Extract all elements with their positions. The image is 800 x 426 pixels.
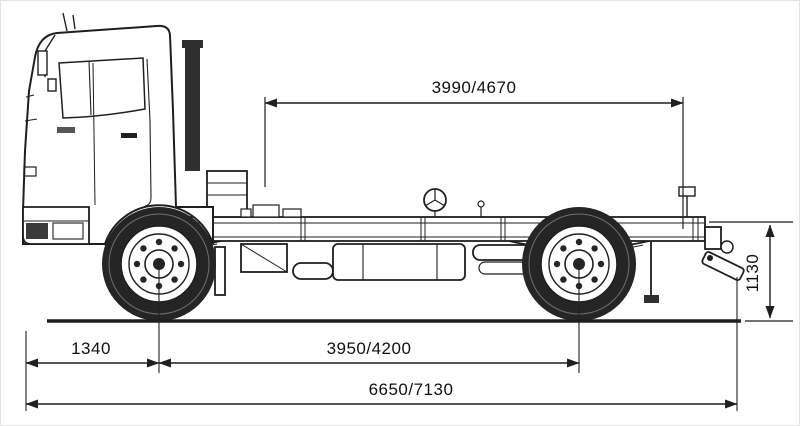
air-intake-stack: [182, 40, 203, 171]
cab: [22, 12, 214, 245]
dimension-cab-to-rear: [264, 97, 684, 229]
cab-body: [22, 24, 214, 245]
muffler: [292, 262, 334, 280]
towing-device: [701, 226, 745, 281]
dimension-label-wheelbase: 3950/4200: [327, 339, 412, 358]
fuel-tank: [332, 243, 466, 281]
rear-wheel-lugs: [553, 238, 605, 290]
dimension-label-front-overhang: 1340: [71, 339, 111, 358]
chassis-frame: [96, 170, 745, 303]
front-bumper: [22, 206, 90, 245]
side-window: [58, 57, 146, 119]
cab-logo: [57, 127, 75, 133]
dimension-label-overall-length: 6650/7130: [369, 380, 454, 399]
door-seam-front: [92, 62, 96, 206]
front-wheel-lugs: [133, 238, 185, 290]
door-handle: [121, 133, 137, 138]
headlight: [23, 166, 37, 177]
rear-lamp-bracket: [678, 186, 696, 217]
bottom-extension-lines: [25, 264, 738, 411]
crank-handle-symbol: [423, 188, 447, 217]
mirror: [37, 12, 76, 92]
window-divider: [88, 60, 92, 116]
dimension-label-frame-height: 1130: [743, 254, 762, 293]
frame-fitting: [477, 200, 485, 217]
door-seam: [144, 58, 152, 207]
front-mud-flap: [214, 246, 226, 296]
dimension-frame-height: [709, 221, 793, 322]
dimension-label-cab-to-rear: 3990/4670: [432, 78, 517, 97]
